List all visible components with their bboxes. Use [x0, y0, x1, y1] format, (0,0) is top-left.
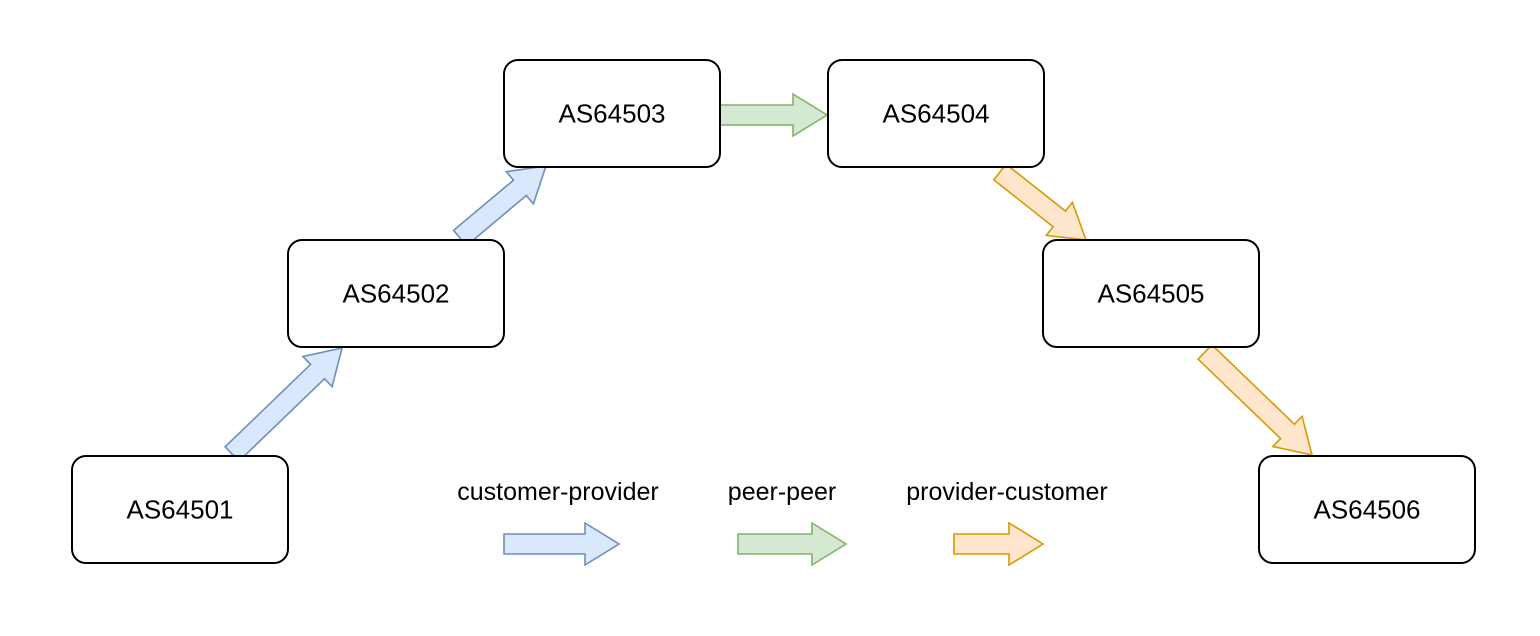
node-box: [287, 239, 505, 348]
legend-label: provider-customer: [906, 478, 1107, 506]
node-label: AS64506: [1314, 495, 1421, 525]
legend-item-peer-peer: peer-peer: [728, 478, 848, 567]
node-box: [503, 59, 721, 168]
legend-label: peer-peer: [728, 478, 836, 506]
arrow-as64501-to-as64502: [223, 346, 344, 463]
node-box: [1042, 239, 1260, 348]
legend-arrow-customer-provider: [503, 521, 621, 567]
node-label: AS64501: [127, 495, 234, 525]
arrow-as64504-to-as64505: [992, 163, 1088, 241]
links: [223, 92, 1314, 463]
node-as64503: AS64503: [503, 59, 721, 168]
node-as64506: AS64506: [1258, 455, 1476, 564]
node-label: AS64502: [343, 279, 450, 309]
legend-label: customer-provider: [457, 478, 658, 506]
legend-arrow-peer-peer: [737, 521, 848, 567]
node-as64501: AS64501: [71, 455, 289, 564]
node-label: AS64503: [559, 99, 666, 129]
legend-arrow-provider-customer: [953, 521, 1045, 567]
legend-item-customer-provider: customer-provider: [457, 478, 659, 567]
arrow-as64502-to-as64503: [452, 165, 548, 247]
arrow-as64505-to-as64506: [1196, 343, 1314, 457]
node-label: AS64505: [1098, 279, 1205, 309]
node-as64502: AS64502: [287, 239, 505, 348]
legend-item-provider-customer: provider-customer: [906, 478, 1108, 567]
arrow-as64503-to-as64504: [719, 92, 829, 138]
node-box: [1258, 455, 1476, 564]
node-box: [71, 455, 289, 564]
node-as64504: AS64504: [827, 59, 1045, 168]
node-box: [827, 59, 1045, 168]
node-label: AS64504: [883, 99, 990, 129]
node-as64505: AS64505: [1042, 239, 1260, 348]
legend: customer-provider peer-peer provider-cus…: [457, 478, 1108, 567]
